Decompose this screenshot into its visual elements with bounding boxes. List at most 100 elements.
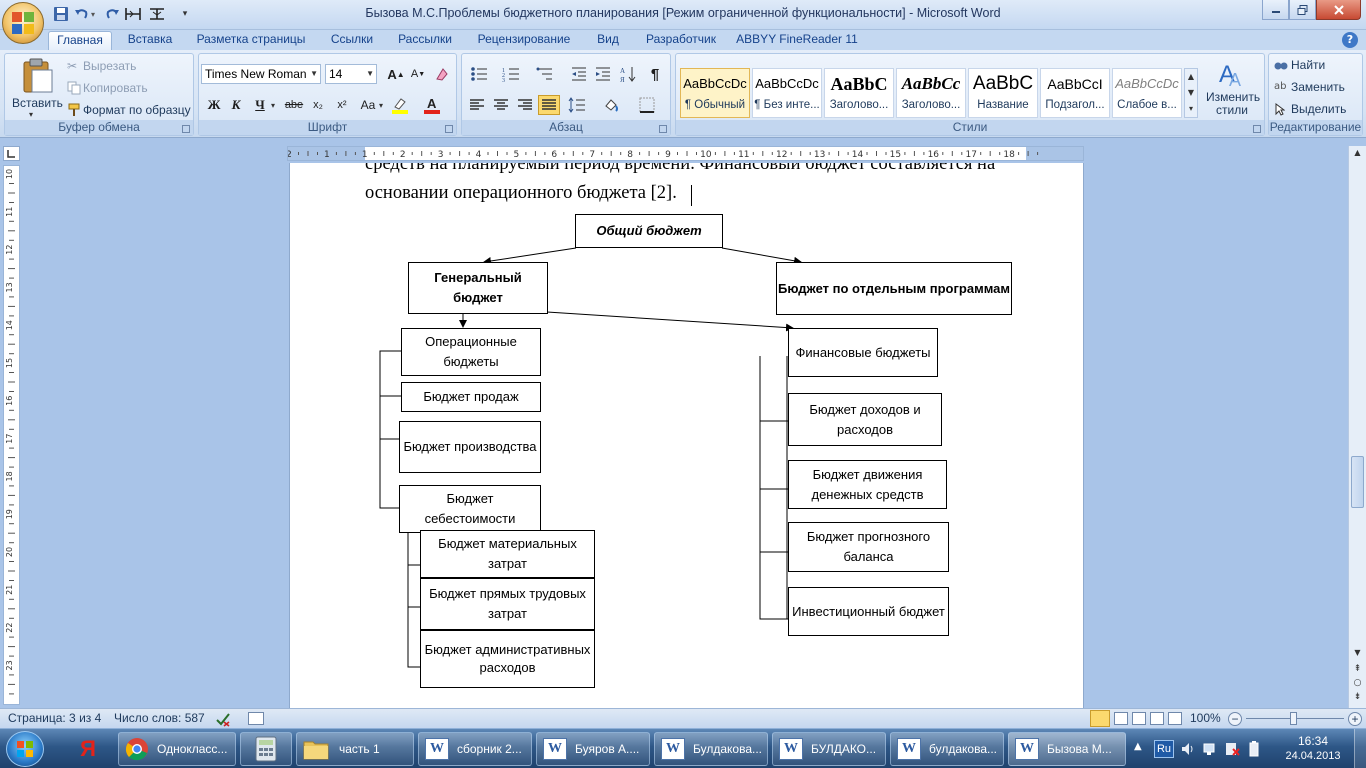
align-right-icon[interactable] (514, 95, 536, 115)
battery-icon[interactable] (1248, 741, 1260, 757)
ruler-toggle[interactable] (3, 146, 20, 161)
decrease-indent-icon[interactable] (568, 64, 590, 84)
print-layout-icon[interactable] (1090, 710, 1110, 727)
taskbar-item[interactable]: W Буяров А.... (536, 732, 650, 766)
yandex-icon[interactable]: Я (80, 736, 96, 761)
language-indicator[interactable]: Ru (1154, 740, 1174, 758)
zoom-level[interactable]: 100% (1190, 711, 1221, 725)
action-center-icon[interactable] (1224, 741, 1240, 757)
scroll-down-icon[interactable]: ▼ (1354, 648, 1361, 657)
style-heading-2[interactable]: AaBbCc Заголово... (896, 68, 966, 118)
chevron-down-icon[interactable]: ▾ (379, 101, 384, 110)
change-case-button[interactable]: Aa (360, 98, 376, 112)
zoom-out-icon[interactable]: − (1228, 712, 1242, 726)
highlight-icon[interactable] (389, 95, 411, 115)
tab-abbyy[interactable]: ABBYY FineReader 11 (736, 32, 858, 46)
style-heading-1[interactable]: AaBbC Заголово... (824, 68, 894, 118)
shrink-font-icon[interactable]: A▼ (410, 68, 426, 80)
borders-icon[interactable] (636, 95, 658, 115)
web-layout-icon[interactable] (1132, 712, 1146, 725)
clear-formatting-icon[interactable] (431, 64, 453, 84)
tab-mailings[interactable]: Рассылки (398, 32, 452, 46)
tab-page-layout[interactable]: Разметка страницы (196, 32, 306, 46)
taskbar-item[interactable]: Однокласс... (118, 732, 236, 766)
proofing-icon[interactable] (214, 711, 232, 727)
outline-icon[interactable] (1150, 712, 1164, 725)
taskbar-item[interactable] (240, 732, 292, 766)
find-button[interactable]: Найти (1291, 58, 1326, 72)
bold-button[interactable]: Ж (207, 97, 221, 112)
next-page-icon[interactable]: ⇟ (1353, 692, 1362, 702)
network-icon[interactable] (1202, 741, 1218, 757)
start-button[interactable] (6, 731, 44, 767)
superscript-button[interactable]: x² (337, 99, 347, 111)
help-icon[interactable]: ? (1342, 32, 1358, 48)
full-screen-icon[interactable] (1114, 712, 1128, 725)
dialog-launcher-icon[interactable] (659, 125, 667, 133)
tab-view[interactable]: Вид (597, 32, 619, 46)
copy-button[interactable]: Копировать (83, 81, 148, 95)
macro-icon[interactable] (248, 712, 264, 725)
font-color-icon[interactable]: A (421, 95, 443, 115)
undo-dropdown-icon[interactable]: ▾ (90, 9, 95, 19)
subscript-button[interactable]: x₂ (313, 99, 323, 111)
scroll-up-icon[interactable]: ▲ (1354, 148, 1361, 157)
prev-page-icon[interactable]: ⇞ (1353, 664, 1362, 674)
redo-icon[interactable] (104, 5, 122, 23)
table-icon[interactable] (124, 5, 142, 23)
paste-button[interactable]: Вставить ▾ (12, 58, 63, 119)
grow-font-icon[interactable]: A▲ (387, 66, 405, 82)
taskbar-item[interactable]: W БУЛДАКО... (772, 732, 886, 766)
select-button[interactable]: Выделить (1291, 102, 1347, 116)
vertical-scrollbar[interactable]: ▲ ▼ ⇞ ○ ⇟ (1348, 146, 1366, 708)
browse-object-icon[interactable]: ○ (1353, 678, 1362, 688)
paste-dropdown-icon[interactable]: ▾ (29, 110, 34, 119)
taskbar-item[interactable]: W булдакова... (890, 732, 1004, 766)
styles-scroll[interactable]: ▲▼▾ (1184, 68, 1198, 118)
style-subtle-emphasis[interactable]: AaBbCcDc Слабое в... (1112, 68, 1182, 118)
minimize-button[interactable] (1262, 0, 1289, 20)
close-button[interactable] (1316, 0, 1361, 20)
speaker-icon[interactable] (1180, 741, 1196, 757)
dialog-launcher-icon[interactable] (445, 125, 453, 133)
style-subtitle[interactable]: AaBbCcI Подзагол... (1040, 68, 1110, 118)
undo-icon[interactable] (72, 5, 90, 23)
page-count[interactable]: Страница: 3 из 4 (8, 711, 102, 725)
taskbar-item[interactable]: W Бызова М... (1008, 732, 1126, 766)
clock-date[interactable]: 24.04.2013 (1285, 750, 1341, 762)
taskbar-item[interactable]: W Булдакова... (654, 732, 768, 766)
clock-time[interactable]: 16:34 (1297, 734, 1329, 748)
show-desktop-button[interactable] (1354, 729, 1366, 768)
customize-icon[interactable]: ▾ (182, 9, 188, 19)
taskbar-item[interactable]: W сборник 2... (418, 732, 532, 766)
tab-insert[interactable]: Вставка (127, 32, 173, 46)
tab-developer[interactable]: Разработчик (646, 32, 716, 46)
style-title[interactable]: AaBbC Название (968, 68, 1038, 118)
font-size-combo[interactable]: 14▼ (325, 64, 377, 84)
bullets-icon[interactable] (468, 64, 490, 84)
align-left-icon[interactable] (466, 95, 488, 115)
taskbar-item[interactable]: часть 1 (296, 732, 414, 766)
table-icon[interactable] (148, 5, 166, 23)
tray-expand-icon[interactable]: ▲ (1134, 741, 1142, 752)
format-painter-button[interactable]: Формат по образцу (83, 103, 191, 117)
scroll-thumb[interactable] (1351, 456, 1364, 508)
multilevel-list-icon[interactable] (534, 64, 556, 84)
zoom-slider-thumb[interactable] (1290, 712, 1297, 725)
style-normal[interactable]: AaBbCcDc ¶ Обычный (680, 68, 750, 118)
tab-home[interactable]: Главная (48, 31, 112, 50)
word-count[interactable]: Число слов: 587 (114, 711, 205, 725)
shading-icon[interactable] (600, 95, 622, 115)
dialog-launcher-icon[interactable] (182, 125, 190, 133)
office-button[interactable] (2, 2, 44, 44)
strikethrough-button[interactable]: abe (284, 99, 304, 111)
tab-references[interactable]: Ссылки (330, 32, 374, 46)
align-center-icon[interactable] (490, 95, 512, 115)
show-marks-icon[interactable]: ¶ (650, 65, 660, 83)
font-family-combo[interactable]: Times New Roman▼ (201, 64, 321, 84)
save-icon[interactable] (52, 5, 70, 23)
